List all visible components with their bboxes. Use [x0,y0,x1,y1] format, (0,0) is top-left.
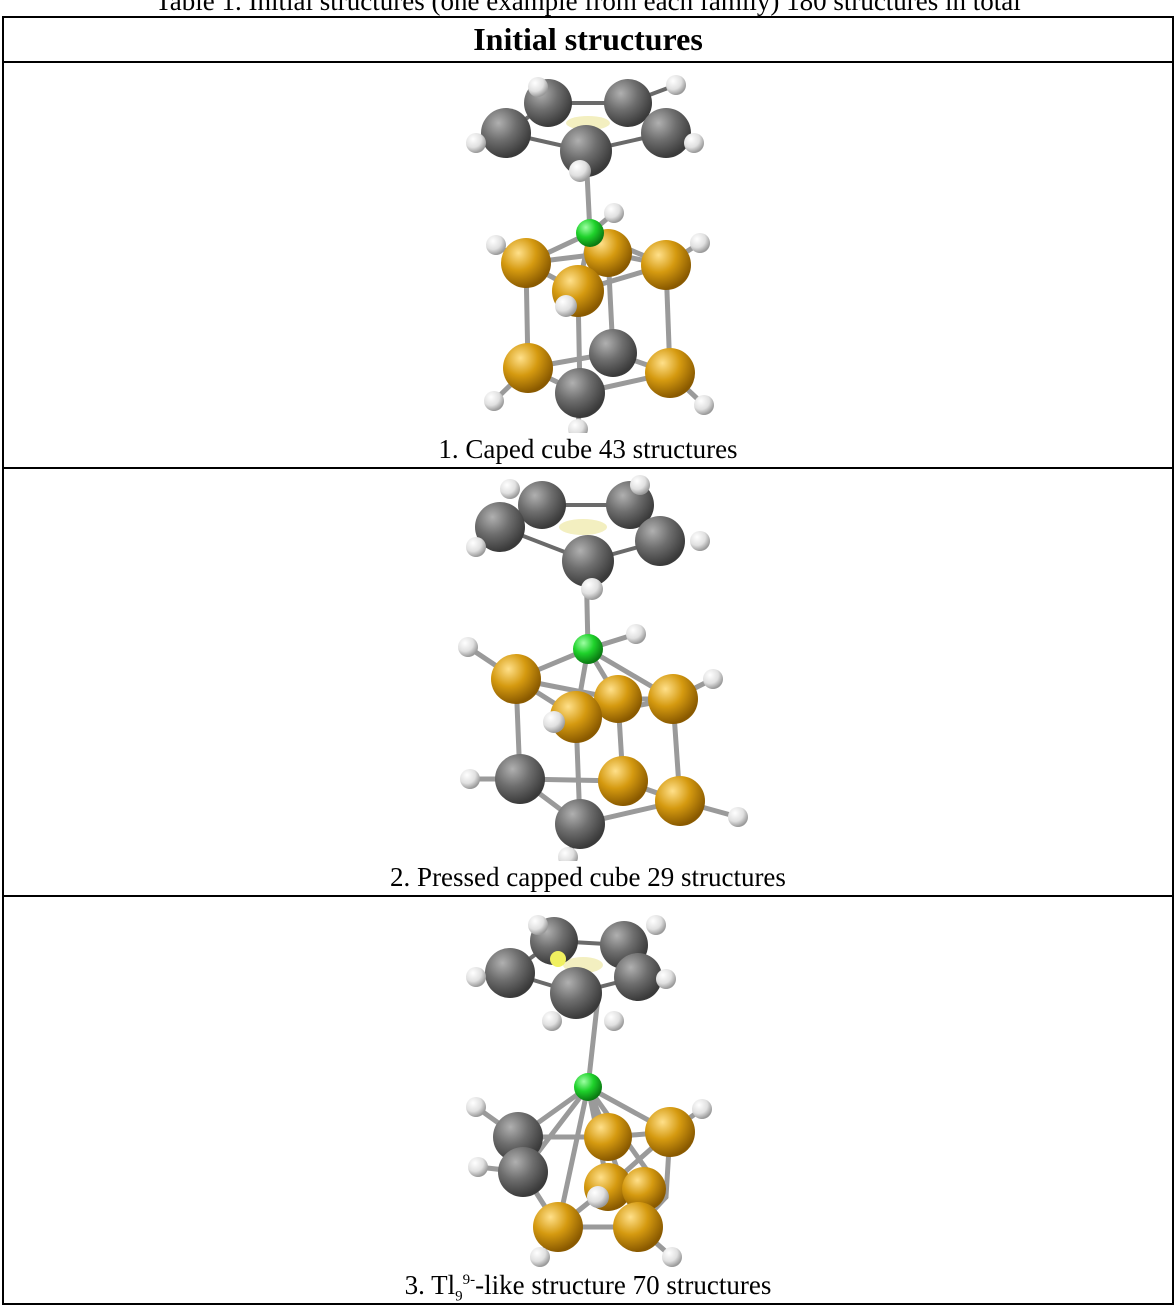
structure-image-cell-2: 2. Pressed capped cube 29 structures [2,467,1174,897]
structure-label-2: 2. Pressed capped cube 29 structures [390,862,786,892]
structure-label-3-suffix: -like structure 70 structures [475,1270,772,1300]
structure-image-cell-1: 1. Caped cube 43 structures [2,61,1174,469]
molecule-image-3 [466,915,712,1267]
table-caption: Table 1. Initial structures (one example… [155,0,1021,16]
structure-image-cell-3: 3. Tl99--like structure 70 structures [2,895,1174,1305]
molecule-image-2 [458,475,748,861]
structure-label-3-subscript: 9 [455,1288,463,1305]
structure-label-3: 3. Tl99--like structure 70 structures [4,1269,1172,1305]
structure-label-3-prefix: 3. Tl [404,1270,456,1300]
structure-label-3-superscript: 9- [462,1272,476,1288]
structures-table: Initial structures [2,16,1174,1305]
table-header: Initial structures [2,16,1174,63]
structure-label-1: 1. Caped cube 43 structures [438,434,738,464]
molecule-image-1 [466,75,714,433]
